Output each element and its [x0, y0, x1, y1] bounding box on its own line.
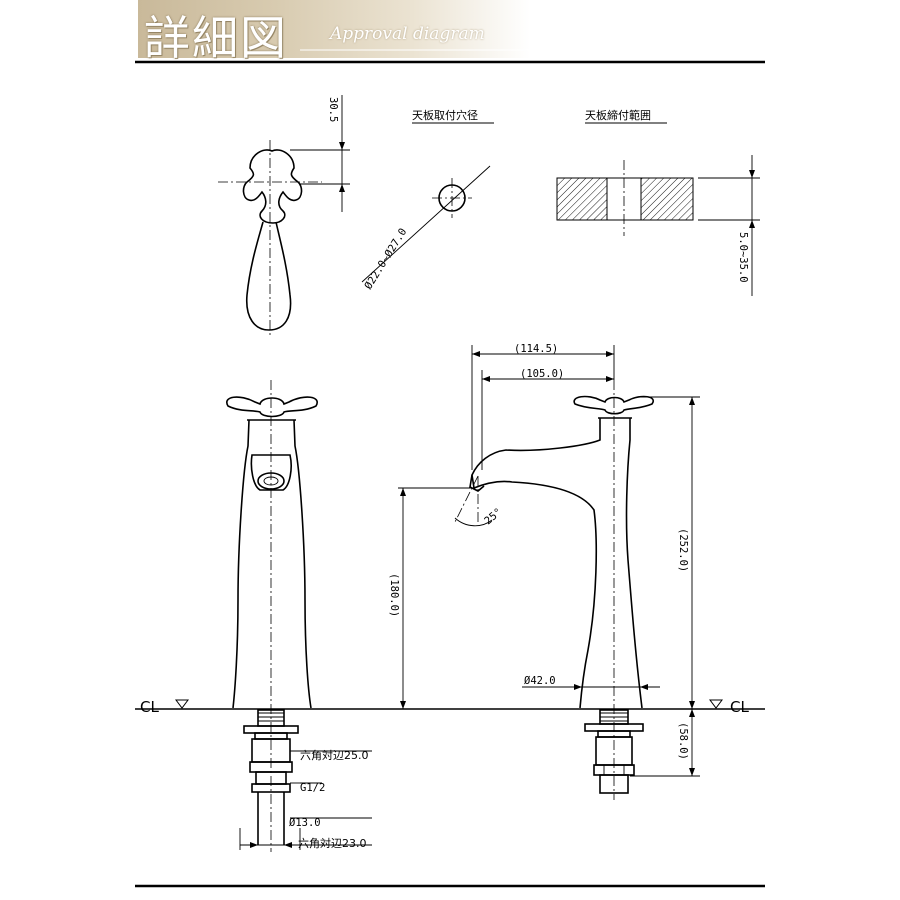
handle-top-view: 30.5	[218, 95, 350, 338]
clamp-range-view: 天板締付範囲 5.0~35.0	[556, 108, 760, 296]
shank-length-label: (58.0)	[677, 722, 689, 760]
pipe-diameter-label: Ø13.0	[289, 817, 321, 829]
thread-label: G1/2	[300, 782, 325, 794]
hole-diameter-view: 天板取付穴径 Ø22.0~Ø27.0	[361, 108, 494, 292]
base-diameter-label: Ø42.0	[524, 675, 556, 687]
cl-left-label: CL	[140, 698, 159, 716]
drawing-subtitle: Approval diagram	[330, 24, 485, 44]
hole-diameter-heading: 天板取付穴径	[412, 108, 478, 122]
title-banner: 詳細図 Approval diagram	[138, 0, 530, 65]
cl-right-marker	[709, 699, 723, 709]
clamp-range-heading: 天板締付範囲	[585, 108, 651, 122]
faucet-side-view: 25° (114.5) (105.0) (252.0)	[388, 343, 700, 800]
hex-nut-bottom-label: 六角対辺23.0	[298, 836, 367, 850]
handle-top-dimension: 30.5	[327, 97, 339, 122]
reach-total-label: (114.5)	[514, 343, 558, 355]
drawing-title: 詳細図	[144, 11, 288, 65]
reach-spout-label: (105.0)	[520, 368, 564, 380]
faucet-front-view: 六角対辺25.0 G1/2 Ø13.0 六角対辺23.0	[226, 380, 372, 852]
hex-nut-top-label: 六角対辺25.0	[300, 748, 369, 762]
clamp-range-dimension: 5.0~35.0	[737, 232, 749, 283]
spout-height-label: (180.0)	[388, 573, 400, 617]
hole-diameter-dimension: Ø22.0~Ø27.0	[362, 226, 409, 291]
cl-left-marker	[175, 699, 189, 709]
overall-height-label: (252.0)	[677, 528, 689, 572]
cl-right-label: CL	[730, 698, 749, 716]
